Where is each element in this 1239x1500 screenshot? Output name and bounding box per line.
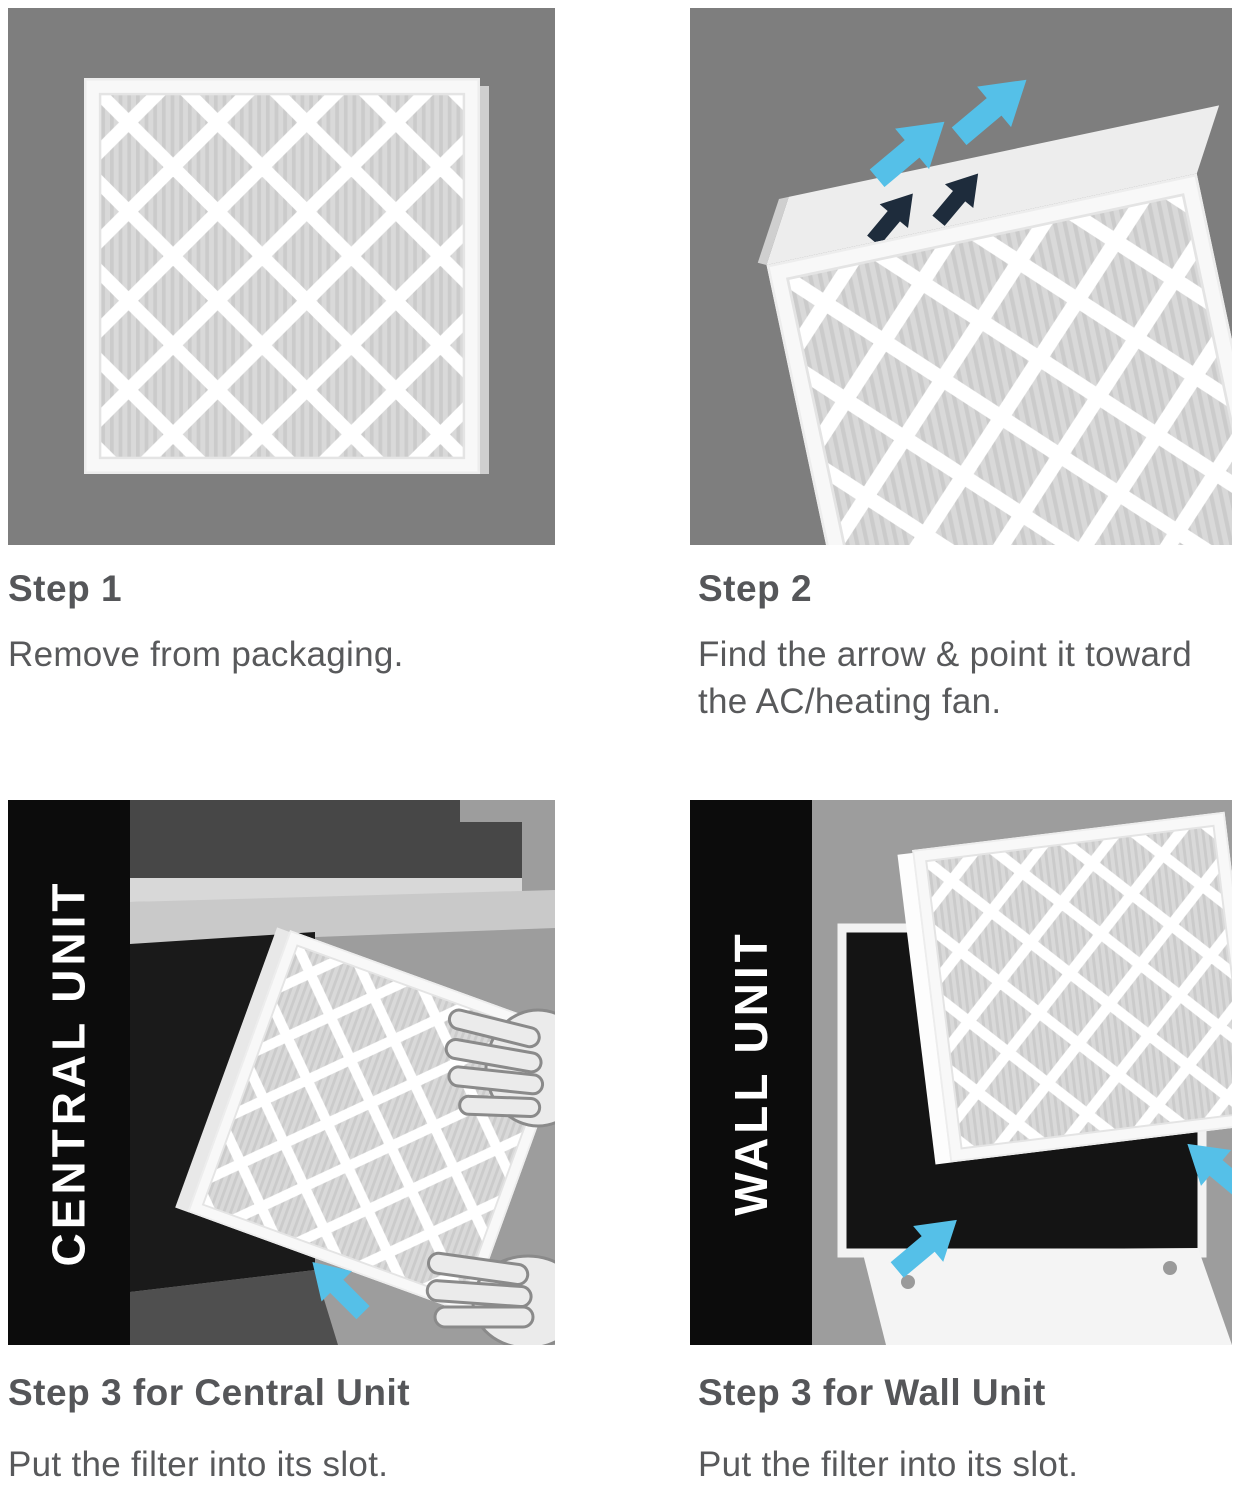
central-unit-banner-label: CENTRAL UNIT (43, 878, 95, 1267)
central-unit-banner: CENTRAL UNIT (8, 800, 130, 1345)
step3-central-panel: CENTRAL UNIT (8, 800, 555, 1345)
step2-caption: Find the arrow & point it toward the AC/… (698, 635, 1192, 721)
tilted-air-filter-graphic (757, 105, 1232, 545)
furnace-cabinet-graphic (130, 800, 555, 944)
air-filter-graphic (897, 811, 1232, 1165)
lower-cabinet-graphic (130, 1270, 338, 1345)
step3-wall-illustration (812, 800, 1232, 1345)
step3-central-caption: Put the filter into its slot. (8, 1445, 389, 1484)
air-filter-graphic (84, 78, 489, 474)
step2-illustration (690, 8, 1232, 545)
step1-caption: Remove from packaging. (8, 635, 404, 674)
step2-title: Step 2 (698, 568, 813, 609)
step1-title: Step 1 (8, 568, 123, 609)
hands-graphic (425, 1008, 555, 1345)
wall-unit-banner: WALL UNIT (690, 800, 812, 1345)
step3-wall-panel: WALL UNIT (690, 800, 1232, 1345)
step1-illustration (84, 78, 489, 474)
air-filter-graphic (175, 927, 555, 1315)
step3-wall-caption: Put the filter into its slot. (698, 1445, 1079, 1484)
step1-panel (8, 8, 555, 545)
vent-door-graphic (862, 1248, 1232, 1345)
wall-unit-banner-label: WALL UNIT (725, 929, 778, 1216)
step3-central-illustration (130, 800, 555, 1345)
step3-wall-title: Step 3 for Wall Unit (698, 1372, 1046, 1413)
step3-central-title: Step 3 for Central Unit (8, 1372, 411, 1413)
step2-panel (690, 8, 1232, 545)
